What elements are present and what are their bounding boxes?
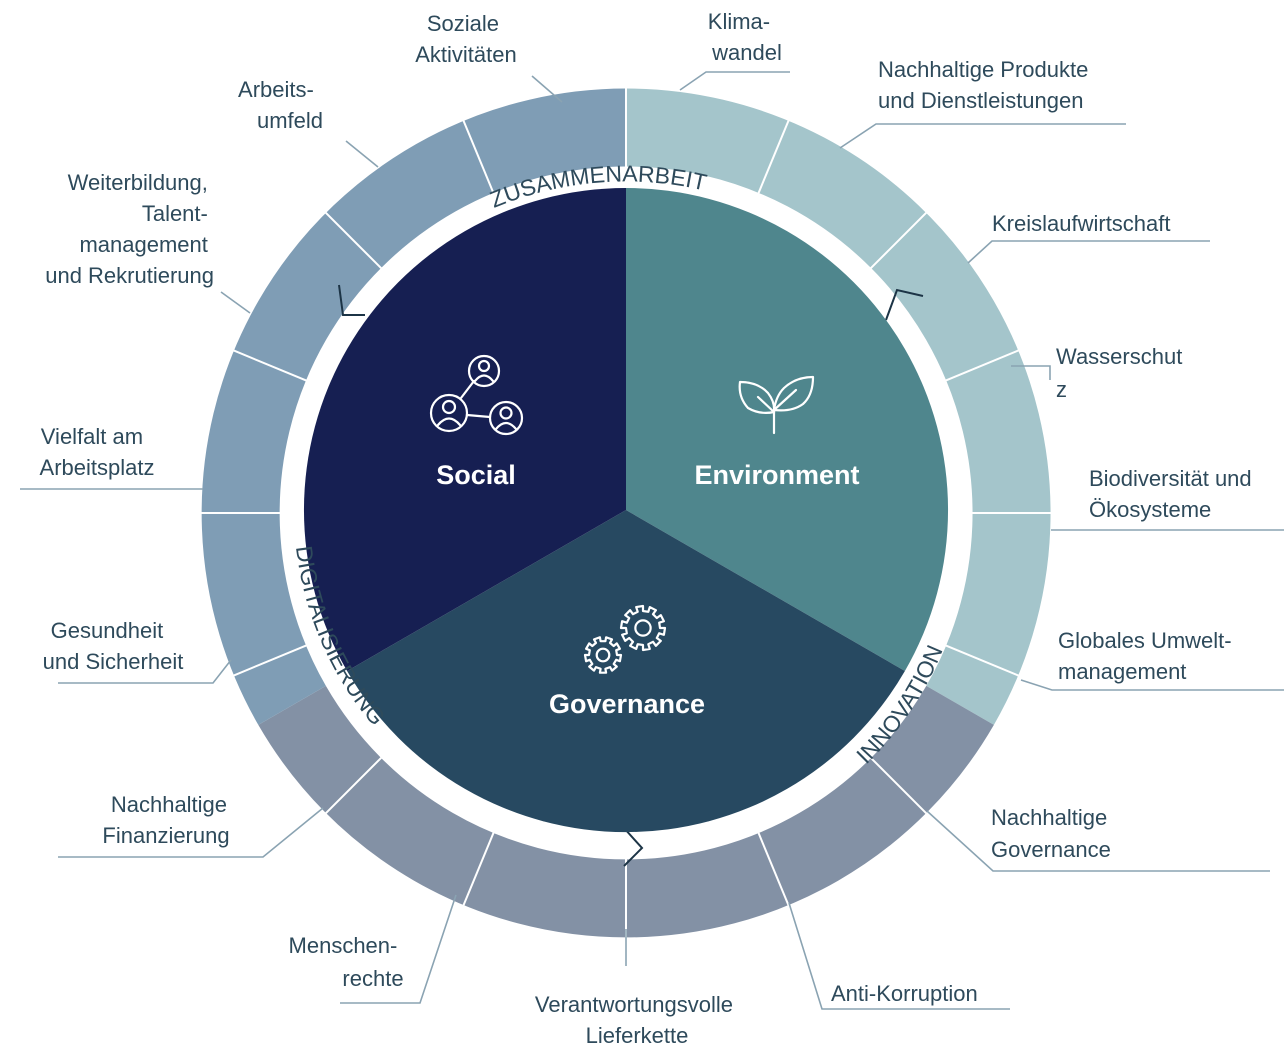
leader-globales-umweltmanagement [1020, 679, 1284, 691]
leader-nachhaltige-produkte [839, 123, 1126, 149]
topic-lieferkette: Verantwortungsvolle Lieferkette [535, 992, 739, 1048]
ring-separators [201, 88, 1051, 938]
band-arrows [338, 284, 924, 867]
leader-wasserschutz [1011, 365, 1051, 380]
ring-separator [324, 211, 383, 270]
pillar-social: Social [436, 460, 516, 490]
leader-nachhaltige-governance [926, 810, 1270, 872]
arrow-connector-bottom [623, 827, 644, 867]
pie-sector-social [303, 188, 626, 671]
topic-weiterbildung: Weiterbildung, Talent- management und Re… [45, 170, 214, 288]
arrow-connector-left [338, 284, 365, 316]
leader-soziale-aktivitaeten [531, 75, 563, 103]
leader-nachhaltige-finanzierung [58, 807, 324, 858]
topic-wasserschutz: Wasserschut z [1056, 344, 1188, 402]
plant-icon [738, 375, 815, 435]
ring-separator [462, 119, 495, 194]
topic-menschenrechte: Menschen- rechte [289, 933, 404, 991]
pie-sector-governance [347, 510, 905, 833]
topic-nachhaltige-finanzierung: Nachhaltige Finanzierung [102, 792, 233, 848]
ring-arc-social [201, 88, 627, 725]
leader-weiterbildung [220, 291, 251, 314]
ring-separator [462, 832, 495, 907]
ring-separator [757, 832, 790, 907]
ring-separator [232, 644, 307, 677]
topic-soziale-aktivitaeten: Soziale Aktivitäten [415, 11, 517, 67]
ring-separator [757, 119, 790, 194]
topic-biodiversitaet: Biodiversität und Ökosysteme [1089, 466, 1258, 522]
outer-ring [201, 88, 1051, 938]
leader-anti-korruption [788, 902, 1010, 1010]
ring-separator [945, 349, 1020, 382]
topic-arbeitsumfeld: Arbeits- umfeld [238, 77, 323, 133]
topic-kreislaufwirtschaft: Kreislaufwirtschaft [992, 211, 1171, 236]
ring-separator [869, 756, 928, 815]
ring-separator [869, 211, 928, 270]
arrow-connector-right [885, 288, 924, 321]
people-network-icon [429, 354, 524, 436]
pillar-governance: Governance [549, 689, 705, 719]
topic-klimawandel: Klima- wandel [708, 9, 782, 65]
leader-arbeitsumfeld [345, 140, 379, 168]
topic-vielfalt: Vielfalt am Arbeitsplatz [40, 424, 155, 480]
ring-separator [232, 349, 307, 382]
leader-kreislaufwirtschaft [967, 240, 1210, 264]
leader-gesundheit [58, 659, 232, 684]
ring-separator [324, 756, 383, 815]
topic-labels: Soziale Aktivitäten Arbeits- umfeld Weit… [40, 9, 1258, 1048]
topic-globales-umweltmanagement: Globales Umwelt- management [1058, 628, 1238, 684]
topic-nachhaltige-produkte: Nachhaltige Produkte und Dienstleistunge… [878, 57, 1094, 113]
leader-lines [20, 71, 1284, 1010]
pie-sector-environment [626, 188, 949, 671]
topic-gesundheit: Gesundheit und Sicherheit [43, 618, 184, 674]
pillar-environment: Environment [694, 460, 859, 490]
gears-icon [583, 604, 667, 674]
topic-anti-korruption: Anti-Korruption [831, 981, 978, 1006]
topic-nachhaltige-governance: Nachhaltige Governance [991, 805, 1113, 862]
ring-arc-environment [625, 88, 1051, 725]
leader-klimawandel [679, 71, 790, 91]
pie [303, 188, 949, 833]
leader-menschenrechte [340, 894, 457, 1004]
ring-separator [945, 644, 1020, 677]
